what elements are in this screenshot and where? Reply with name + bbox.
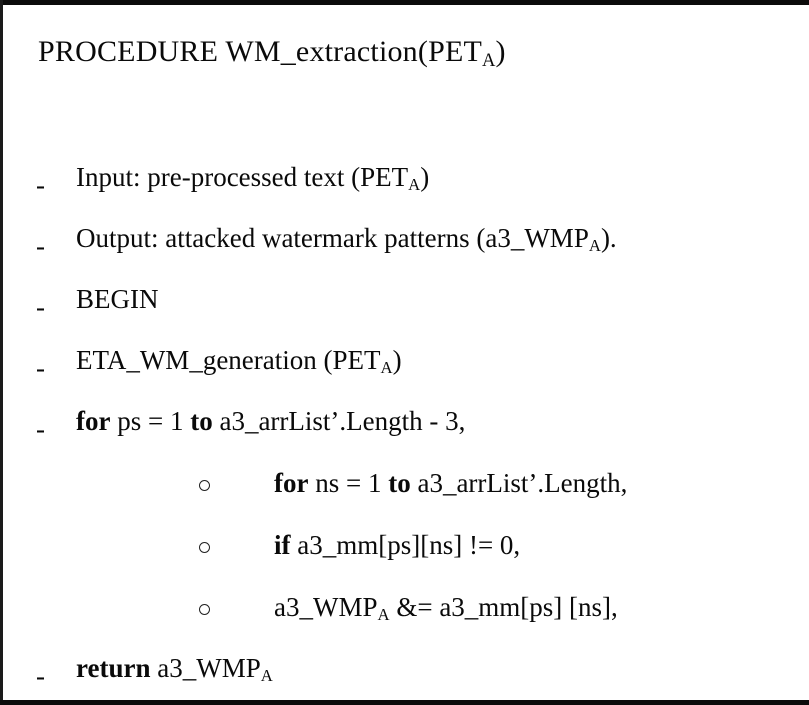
page-top-border bbox=[0, 0, 809, 5]
text-segment: a3_WMP bbox=[274, 592, 378, 622]
pseudocode-line-text: for ns = 1 to a3_arrList’.Length, bbox=[274, 466, 627, 500]
pseudocode-line: - for ps = 1 to a3_arrList’.Length - 3, bbox=[0, 399, 809, 460]
keyword-label: for bbox=[274, 468, 309, 498]
keyword-label: to bbox=[190, 406, 213, 436]
text-segment: a3_arrList’.Length - 3, bbox=[212, 406, 466, 436]
pseudocode-line: - BEGIN bbox=[0, 277, 809, 338]
text-segment: a3_arrList’.Length, bbox=[410, 468, 628, 498]
dash-bullet-icon: - bbox=[36, 231, 45, 261]
keyword-label: return bbox=[76, 653, 151, 683]
pseudocode-line: - Output: attacked watermark patterns (a3… bbox=[0, 216, 809, 277]
circle-bullet-ring bbox=[199, 542, 210, 553]
pseudocode-line-text: return a3_WMPA bbox=[76, 651, 273, 689]
pseudocode-line-text: for ps = 1 to a3_arrList’.Length - 3, bbox=[76, 404, 465, 438]
circle-bullet-icon bbox=[199, 542, 215, 558]
pseudocode-line-text: ETA_WM_generation (PETA) bbox=[76, 343, 402, 381]
pseudocode-line: - Input: pre-processed text (PETA) bbox=[0, 155, 809, 216]
pseudocode-line-text: BEGIN bbox=[76, 282, 159, 316]
circle-bullet-icon bbox=[199, 604, 215, 620]
page-bottom-border bbox=[0, 700, 809, 705]
pseudocode-line: a3_WMPA &= a3_mm[ps] [ns], bbox=[0, 584, 809, 646]
circle-bullet-icon bbox=[199, 480, 215, 496]
dash-bullet-icon: - bbox=[36, 292, 45, 322]
text-segment: Output: attacked watermark patterns (a3_… bbox=[76, 223, 589, 253]
text-segment: a3_WMP bbox=[150, 653, 261, 683]
text-segment: ) bbox=[392, 345, 402, 375]
text-segment: a3_mm[ps][ns] != 0, bbox=[290, 530, 521, 560]
circle-bullet-ring bbox=[199, 604, 210, 615]
subscript-label: A bbox=[588, 236, 601, 256]
keyword-label: if bbox=[274, 530, 291, 560]
pseudocode-line: for ns = 1 to a3_arrList’.Length, bbox=[0, 460, 809, 522]
pseudocode-line-text: if a3_mm[ps][ns] != 0, bbox=[274, 528, 520, 562]
procedure-tail: ) bbox=[495, 35, 506, 68]
keyword-label: for bbox=[76, 406, 111, 436]
text-segment: ETA_WM_generation (PET bbox=[76, 345, 381, 375]
procedure-title: PROCEDURE WM_extraction(PETA) bbox=[38, 33, 506, 75]
dash-bullet-icon: - bbox=[36, 353, 45, 383]
text-segment: BEGIN bbox=[76, 284, 159, 314]
dash-bullet-icon: - bbox=[36, 170, 45, 200]
dash-bullet-icon: - bbox=[36, 661, 45, 691]
procedure-name: WM_extraction(PET bbox=[225, 35, 483, 68]
subscript-label: A bbox=[408, 175, 421, 195]
pseudocode-line-text: a3_WMPA &= a3_mm[ps] [ns], bbox=[274, 590, 618, 628]
text-segment: &= a3_mm[ps] [ns], bbox=[389, 592, 618, 622]
text-segment: ps = 1 bbox=[110, 406, 191, 436]
pseudocode-line-text: Output: attacked watermark patterns (a3_… bbox=[76, 221, 617, 259]
circle-bullet-ring bbox=[199, 480, 210, 491]
subscript-label: A bbox=[260, 666, 273, 686]
text-segment: Input: pre-processed text (PET bbox=[76, 162, 409, 192]
text-segment: ). bbox=[600, 223, 617, 253]
pseudocode-line: if a3_mm[ps][ns] != 0, bbox=[0, 522, 809, 584]
pseudocode-line: - return a3_WMPA bbox=[0, 646, 809, 705]
dash-bullet-icon: - bbox=[36, 414, 45, 444]
pseudocode-line: - ETA_WM_generation (PETA) bbox=[0, 338, 809, 399]
procedure-subscript: A bbox=[482, 49, 496, 71]
procedure-keyword: PROCEDURE bbox=[38, 35, 219, 68]
pseudocode-line-text: Input: pre-processed text (PETA) bbox=[76, 160, 429, 198]
subscript-label: A bbox=[380, 358, 393, 378]
pseudocode-line-list: -Input: pre-processed text (PETA)-Output… bbox=[0, 155, 809, 705]
text-segment: ) bbox=[420, 162, 430, 192]
text-segment: ns = 1 bbox=[308, 468, 389, 498]
page-left-border bbox=[0, 0, 3, 705]
keyword-label: to bbox=[388, 468, 411, 498]
subscript-label: A bbox=[377, 605, 390, 625]
